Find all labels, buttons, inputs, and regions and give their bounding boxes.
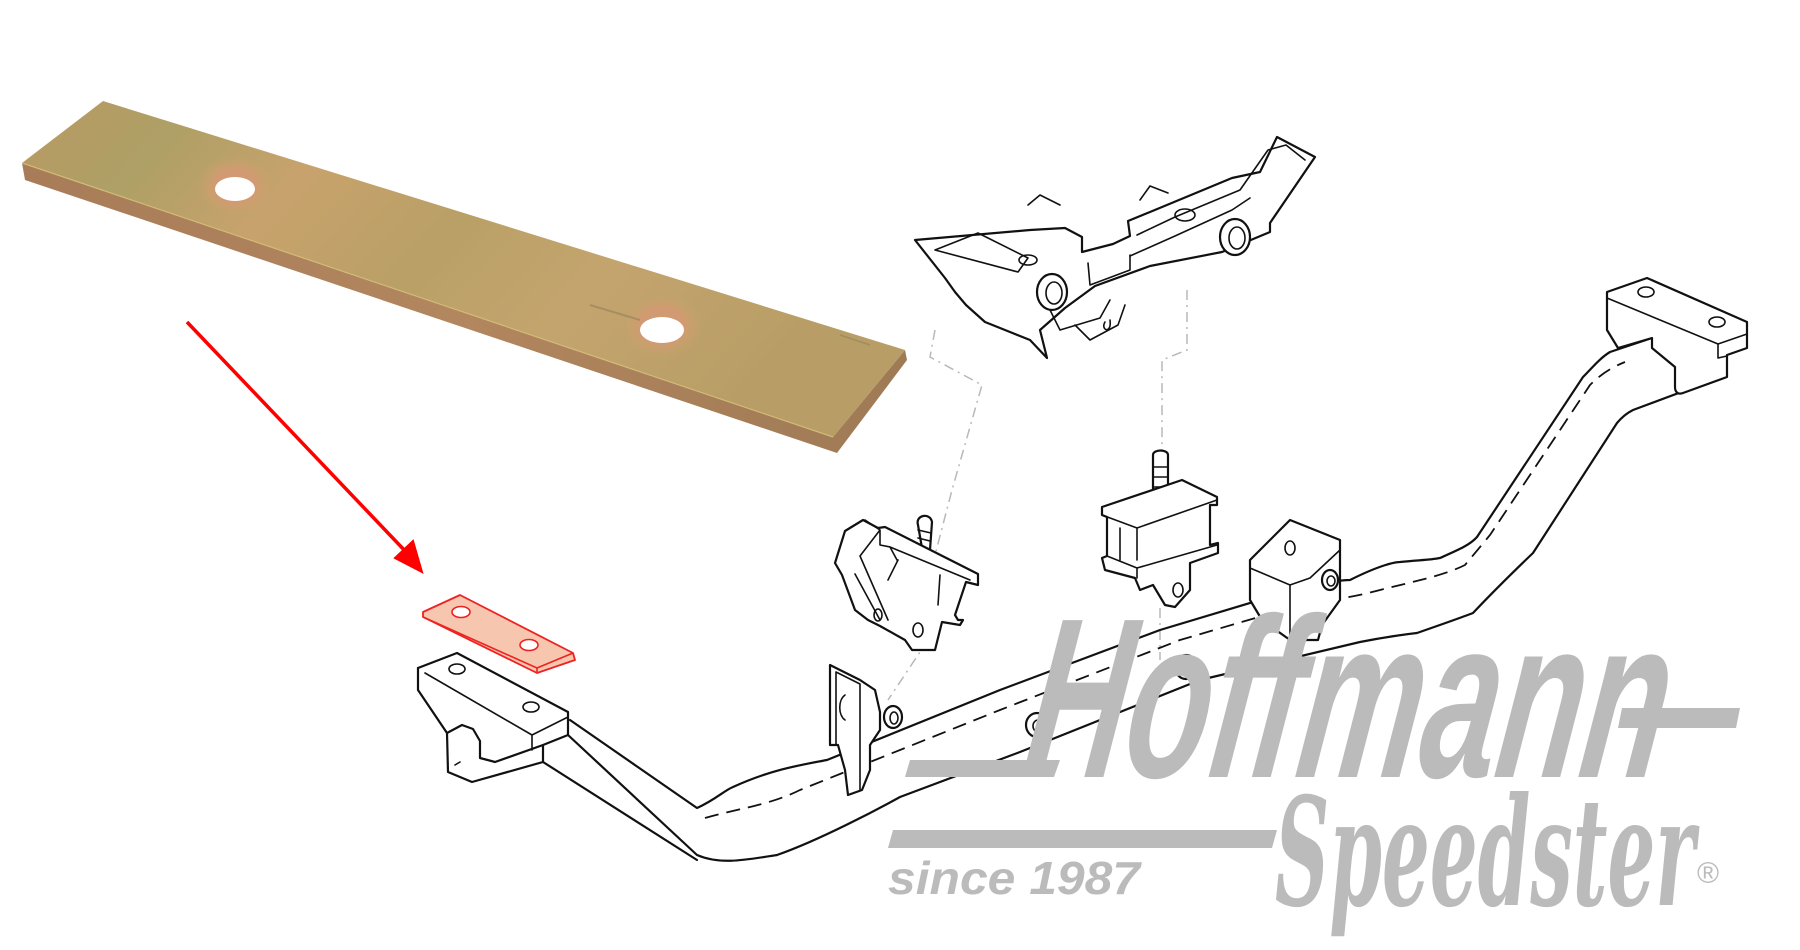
logo-underline-left bbox=[905, 760, 1060, 777]
crossmember bbox=[416, 276, 1749, 862]
logo-brand-text: Hoffmann bbox=[1013, 571, 1689, 826]
rubber-mount-left bbox=[833, 514, 980, 652]
logo-dash-right bbox=[1618, 708, 1740, 728]
product-photo-plate bbox=[21, 101, 907, 453]
callout-arrow bbox=[185, 320, 424, 574]
rail-bushing-2 bbox=[1173, 653, 1199, 681]
highlight-hole-2 bbox=[519, 638, 539, 652]
brand-logo: Hoffmann since 1987 Speedster ® bbox=[888, 571, 1740, 941]
plate-hole-1 bbox=[215, 177, 255, 201]
logo-model-text: Speedster bbox=[1275, 765, 1700, 941]
plate-hole-2 bbox=[640, 317, 684, 343]
logo-tagline: since 1987 bbox=[888, 852, 1143, 904]
phantom-line-left bbox=[929, 329, 983, 556]
phantom-line-lower-left bbox=[887, 639, 929, 701]
registered-mark: ® bbox=[1697, 857, 1719, 890]
engine-carrier bbox=[913, 135, 1317, 360]
logo-bar bbox=[888, 830, 1277, 848]
rubber-mount-right bbox=[1100, 449, 1220, 609]
plate-top-face bbox=[22, 101, 905, 437]
highlighted-spacer-plate bbox=[422, 594, 576, 674]
phantom-line-center bbox=[1161, 290, 1188, 455]
highlight-hole-1 bbox=[451, 605, 471, 619]
rail-bushing-1 bbox=[1024, 711, 1050, 739]
